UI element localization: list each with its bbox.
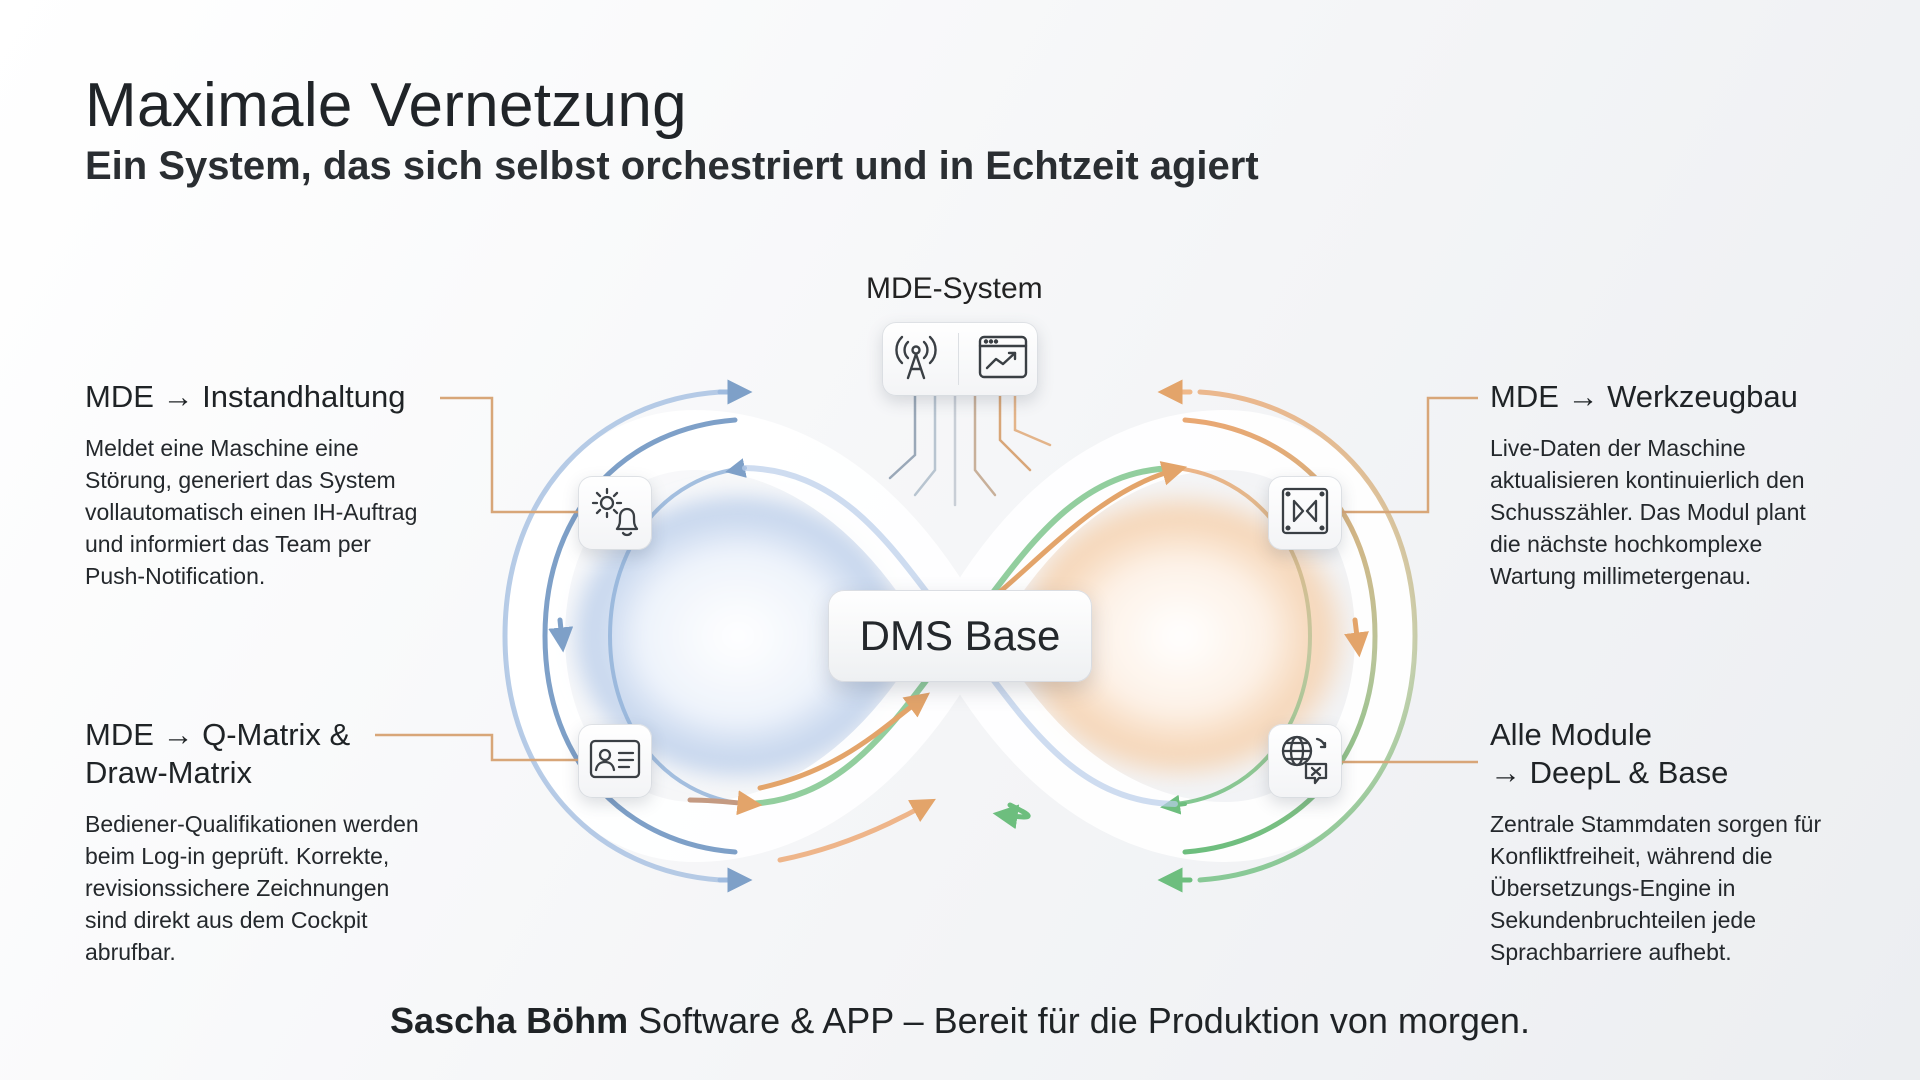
text-line: Sprachbarriere aufhebt. xyxy=(1490,939,1732,965)
text-line: aktualisieren kontinuierlich den xyxy=(1490,467,1805,493)
heading-line: MDE → Q-Matrix & xyxy=(85,717,351,752)
gear-bell-icon xyxy=(587,483,643,544)
text-line: Übersetzungs-Engine in xyxy=(1490,875,1736,901)
mde-card-divider xyxy=(958,333,960,385)
label-connectors xyxy=(375,396,1478,764)
antenna-icon xyxy=(891,332,941,387)
heading-line: MDE → Instandhaltung xyxy=(85,379,406,414)
text-line: Bediener-Qualifikationen werden xyxy=(85,811,419,837)
werkzeugbau-heading: MDE → Werkzeugbau xyxy=(1490,378,1798,416)
right-loop-rings xyxy=(1157,379,1418,893)
text-line: Störung, generiert das System xyxy=(85,467,396,493)
text-line: sind direkt aus dem Cockpit xyxy=(85,907,368,933)
translate-globe-icon xyxy=(1277,731,1333,792)
text-line: die nächste hochkomplexe xyxy=(1490,531,1763,557)
deepl-heading: Alle Module → DeepL & Base xyxy=(1490,716,1728,792)
footer-brand: Sascha Böhm xyxy=(390,1000,629,1041)
page-subtitle: Ein System, das sich selbst orchestriert… xyxy=(85,144,1259,188)
text-line: Wartung millimetergenau. xyxy=(1490,563,1752,589)
left-loop-rings xyxy=(502,379,753,893)
text-line: beim Log-in geprüft. Korrekte, xyxy=(85,843,390,869)
text-line: Konfliktfreiheit, während die xyxy=(1490,843,1773,869)
deepl-icon-card[interactable] xyxy=(1268,724,1342,798)
text-line: Live-Daten der Maschine xyxy=(1490,435,1746,461)
text-line: Meldet eine Maschine eine xyxy=(85,435,359,461)
page-title: Maximale Vernetzung xyxy=(85,71,687,140)
text-line: und informiert das Team per xyxy=(85,531,371,557)
mde-connectors xyxy=(888,394,1052,507)
instandhaltung-heading: MDE → Instandhaltung xyxy=(85,378,406,416)
text-line: Schusszähler. Das Modul plant xyxy=(1490,499,1806,525)
text-line: abrufbar. xyxy=(85,939,176,965)
instandhaltung-text: Meldet eine Maschine eine Störung, gener… xyxy=(85,432,465,592)
heading-line: Draw-Matrix xyxy=(85,755,253,790)
mde-system-label: MDE-System xyxy=(866,272,1043,305)
text-line: Push-Notification. xyxy=(85,563,266,589)
id-card-icon xyxy=(588,737,642,786)
text-line: vollautomatisch einen IH-Auftrag xyxy=(85,499,418,525)
text-line: revisionssichere Zeichnungen xyxy=(85,875,390,901)
heading-line: → DeepL & Base xyxy=(1490,755,1729,790)
werkzeugbau-icon-card[interactable] xyxy=(1268,476,1342,550)
qmatrix-icon-card[interactable] xyxy=(578,724,652,798)
footer: Sascha Böhm Software & APP – Bereit für … xyxy=(0,1000,1920,1042)
instandhaltung-icon-card[interactable] xyxy=(578,476,652,550)
tool-mold-icon xyxy=(1278,484,1332,543)
right-loop-glow xyxy=(1005,486,1355,786)
left-loop-glow xyxy=(563,486,913,786)
dms-base-node[interactable]: DMS Base xyxy=(828,590,1092,682)
qmatrix-text: Bediener-Qualifikationen werden beim Log… xyxy=(85,808,465,968)
qmatrix-heading: MDE → Q-Matrix & Draw-Matrix xyxy=(85,716,350,792)
werkzeugbau-text: Live-Daten der Maschine aktualisieren ko… xyxy=(1490,432,1870,592)
text-line: Zentrale Stammdaten sorgen für xyxy=(1490,811,1822,837)
deepl-text: Zentrale Stammdaten sorgen für Konfliktf… xyxy=(1490,808,1870,968)
text-line: Sekundenbruchteilen jede xyxy=(1490,907,1756,933)
heading-line: MDE → Werkzeugbau xyxy=(1490,379,1798,414)
heading-line: Alle Module xyxy=(1490,717,1652,752)
chart-window-icon xyxy=(977,334,1029,385)
footer-tagline: Software & APP – Bereit für die Produkti… xyxy=(628,1000,1530,1041)
mde-system-card[interactable] xyxy=(882,322,1038,396)
